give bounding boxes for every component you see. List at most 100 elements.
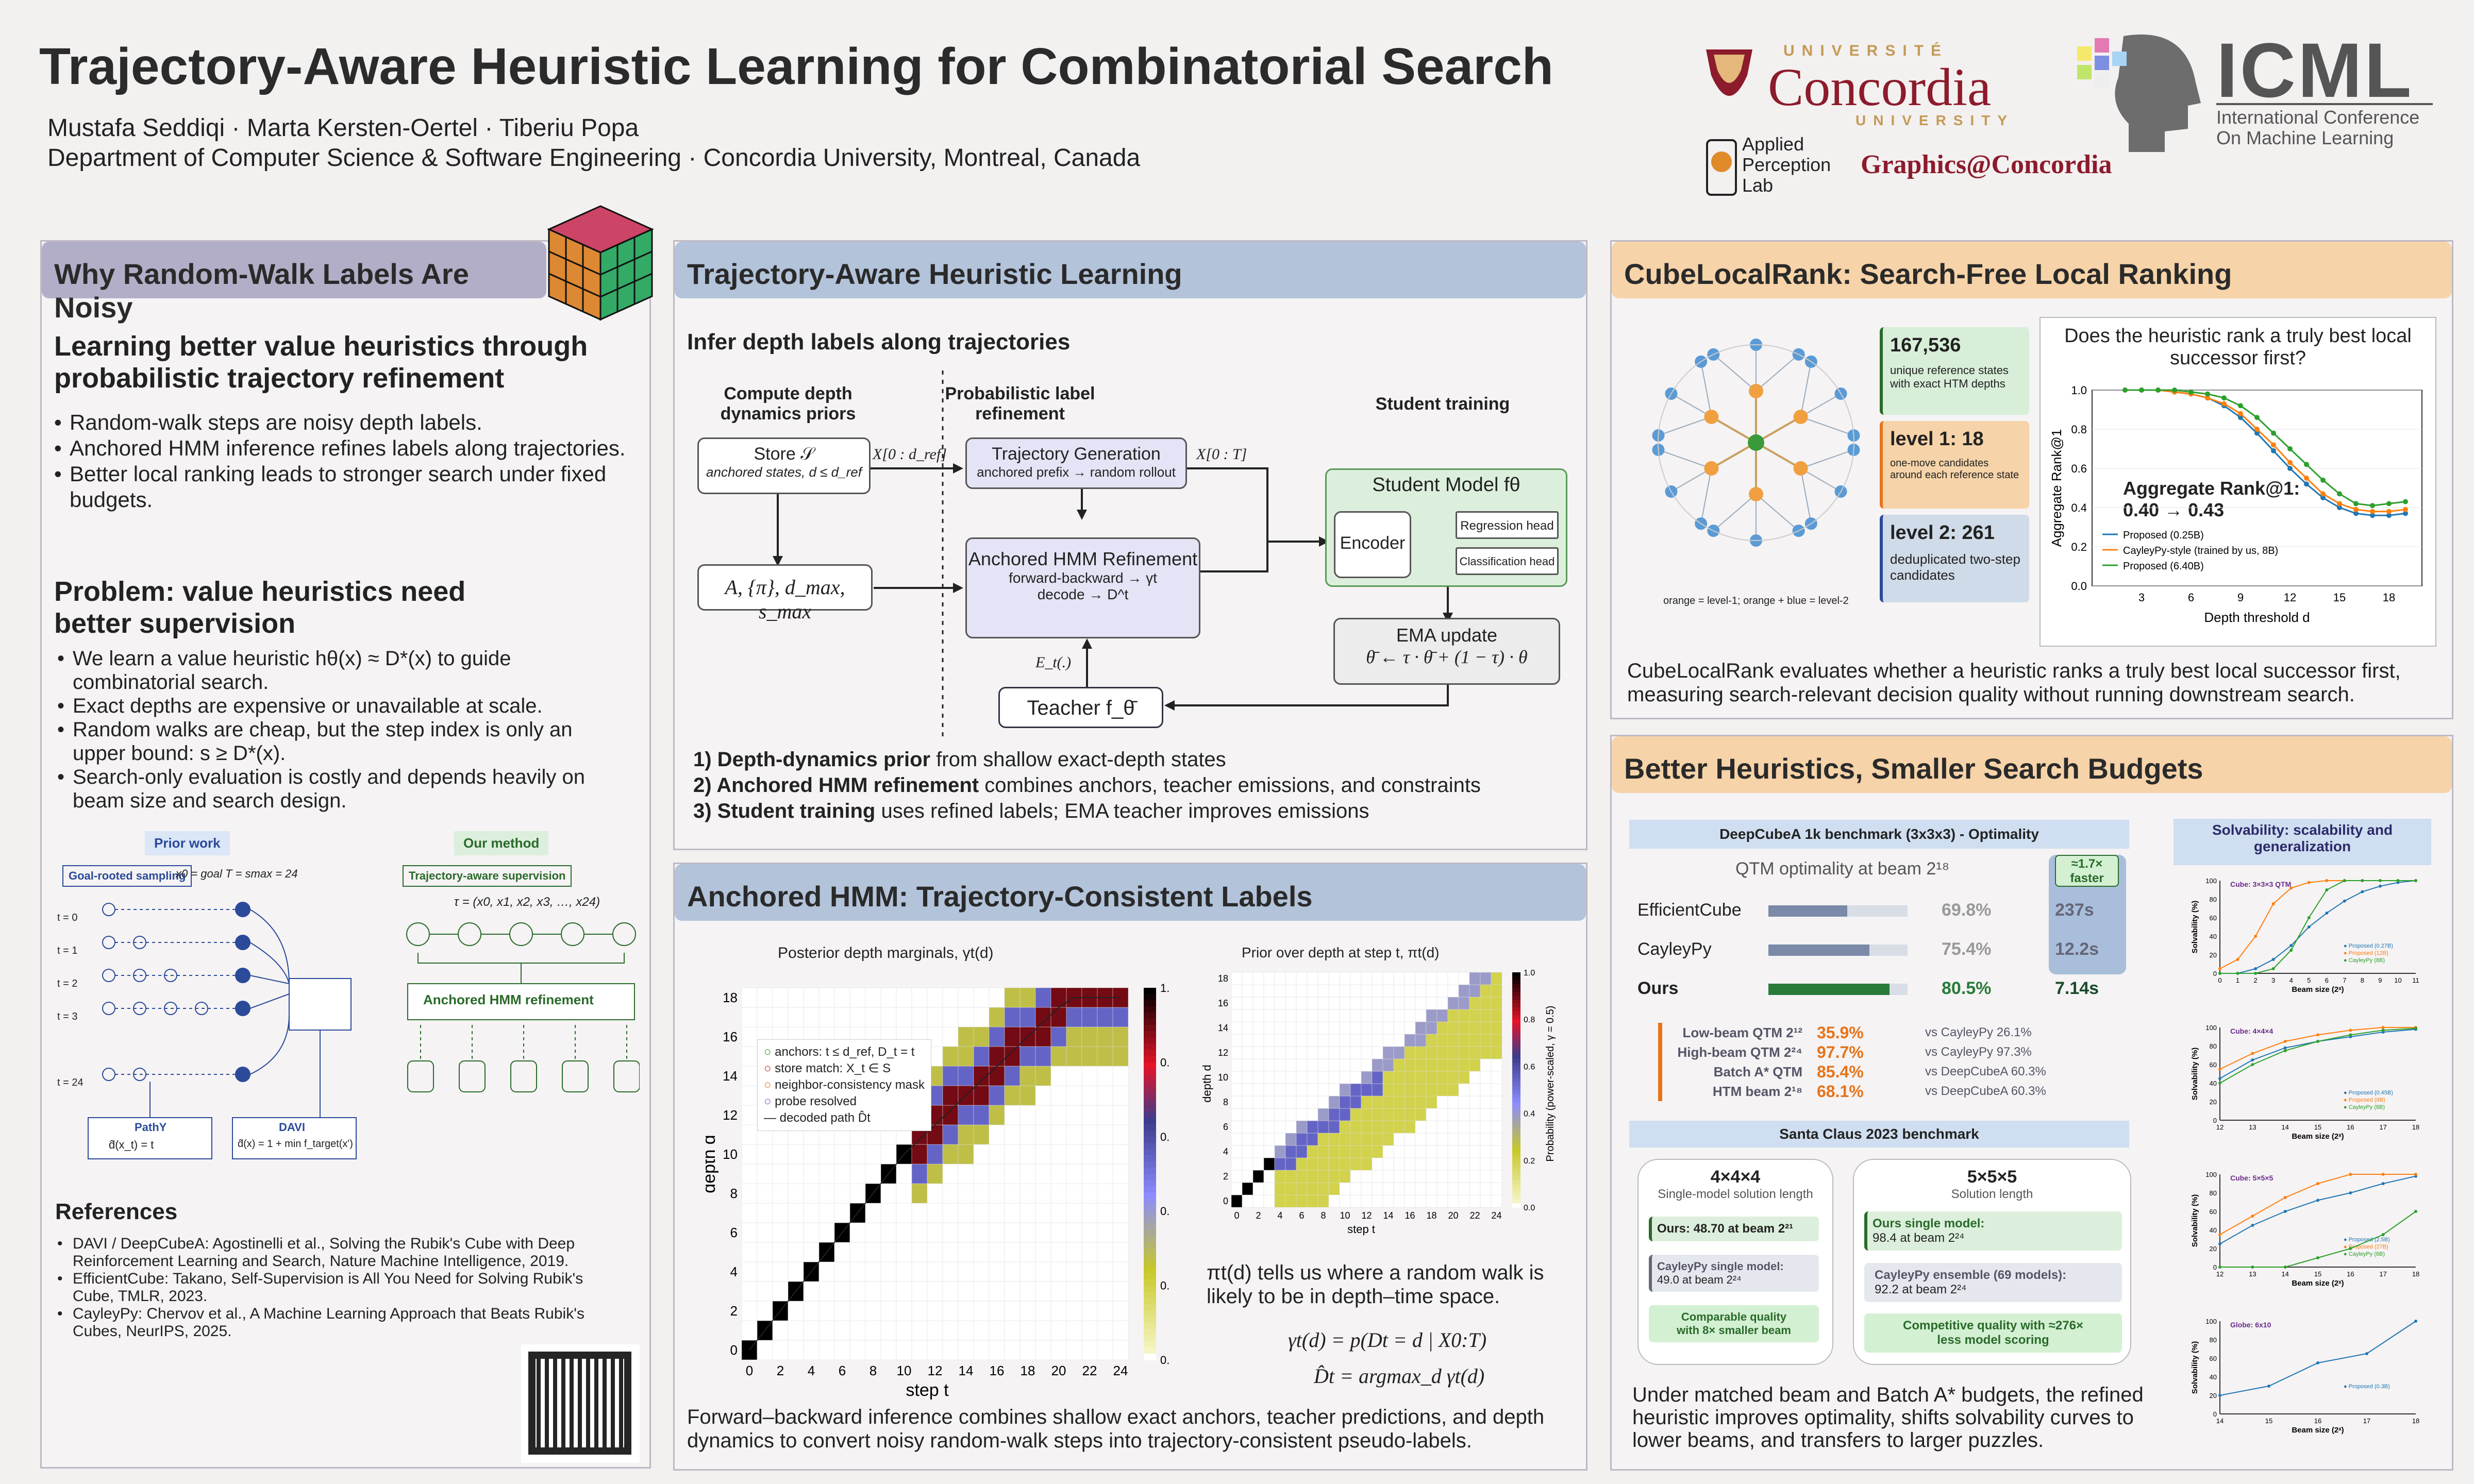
heatmap-cell bbox=[989, 1163, 1005, 1184]
heatmap-cell bbox=[880, 1320, 897, 1341]
heatmap-cell bbox=[865, 1222, 881, 1243]
heatmap-cell bbox=[1285, 1083, 1297, 1097]
heatmap-cell bbox=[1035, 1183, 1051, 1204]
icml-head-icon bbox=[2077, 34, 2201, 152]
heatmap-cell bbox=[1004, 1183, 1021, 1204]
heatmap-cell bbox=[1307, 1058, 1318, 1072]
heatmap-cell bbox=[1317, 1170, 1329, 1183]
series-line bbox=[2219, 1175, 2416, 1244]
heatmap-cell bbox=[1480, 1108, 1492, 1121]
y-tick-label: 0 bbox=[730, 1342, 738, 1358]
bullet: Anchored HMM inference refines labels al… bbox=[54, 435, 637, 461]
heatmap-cell bbox=[973, 1007, 990, 1027]
heatmap-cell bbox=[772, 1163, 789, 1184]
heatmap-cell bbox=[1372, 1108, 1383, 1121]
left-heading-2: Problem: value heuristics need better su… bbox=[54, 576, 466, 639]
heatmap-cell bbox=[1050, 1105, 1067, 1125]
colorbar-segment bbox=[1512, 1027, 1520, 1032]
hmm-label: Anchored HMM Refinement bbox=[968, 548, 1198, 569]
y-tick-label: 16 bbox=[723, 1029, 738, 1044]
y-tick-label: 80 bbox=[2210, 896, 2217, 903]
colorbar-segment bbox=[1512, 1078, 1520, 1083]
heatmap-cell bbox=[1480, 1157, 1492, 1171]
heatmap-cell bbox=[1328, 1194, 1340, 1208]
heatmap-cell bbox=[1426, 1133, 1437, 1146]
heatmap-cell bbox=[1317, 1194, 1329, 1208]
y-tick-label: 20 bbox=[2210, 1245, 2217, 1253]
heatmap-cell bbox=[989, 1007, 1005, 1027]
heatmap-cell bbox=[989, 1144, 1005, 1165]
y-tick-label: 8 bbox=[1223, 1097, 1228, 1107]
heatmap-cell bbox=[1382, 1170, 1394, 1183]
heatmap-cell bbox=[1382, 1133, 1394, 1146]
x-tick-label: 15 bbox=[2333, 591, 2346, 604]
heatmap-cell bbox=[1231, 997, 1243, 1010]
colorbar-segment bbox=[1512, 1047, 1520, 1051]
heatmap-cell bbox=[803, 1340, 820, 1360]
heatmap-cell bbox=[896, 1242, 912, 1262]
heatmap-cell bbox=[1393, 984, 1405, 998]
colorbar-segment bbox=[1144, 1186, 1156, 1193]
legend-label: probe resolved bbox=[775, 1094, 857, 1108]
qr-code[interactable] bbox=[521, 1344, 640, 1463]
extra-label: HTM beam 2¹⁸ bbox=[1712, 1084, 1802, 1099]
data-point bbox=[2304, 476, 2309, 481]
heatmap-cell bbox=[1066, 1007, 1082, 1027]
heatmap-cell bbox=[1097, 1261, 1113, 1282]
data-point bbox=[2343, 899, 2346, 903]
colorbar-tick: 0.6 bbox=[1160, 1131, 1169, 1143]
x-tick-label: 18 bbox=[2412, 1417, 2419, 1425]
colorbar-segment bbox=[1144, 1155, 1156, 1162]
heatmap-cell bbox=[834, 1242, 850, 1262]
heatmap-cell bbox=[1252, 1194, 1264, 1208]
extra-compare: vs DeepCubeA 60.3% bbox=[1925, 1084, 2046, 1098]
heatmap-cell bbox=[1296, 1170, 1308, 1183]
heatmap-cell bbox=[1447, 1083, 1459, 1097]
colorbar-segment bbox=[1144, 1291, 1156, 1298]
graph-edge bbox=[1658, 449, 1712, 469]
heatmap-cell bbox=[989, 1105, 1005, 1125]
heatmap-cell bbox=[1328, 1046, 1340, 1059]
heatmap-cell bbox=[942, 1340, 959, 1360]
heatmap-cell bbox=[1081, 1320, 1098, 1341]
x-tick-label: 17 bbox=[2379, 1270, 2386, 1278]
heatmap-cell bbox=[1426, 1157, 1437, 1171]
graph-edge bbox=[1700, 361, 1712, 417]
heatmap-cell bbox=[1458, 1095, 1470, 1109]
heatmap-cell bbox=[1350, 997, 1362, 1010]
heatmap-cell bbox=[1263, 1071, 1275, 1084]
data-point bbox=[2361, 890, 2364, 893]
data-point bbox=[2218, 967, 2221, 970]
card-5x5x5-title: 5×5×5 bbox=[1967, 1167, 2017, 1187]
x-tick-label: 5 bbox=[2307, 976, 2311, 984]
heatmap-cell bbox=[989, 987, 1005, 1008]
heatmap-cell bbox=[1285, 1157, 1297, 1171]
colorbar-segment bbox=[1144, 1236, 1156, 1243]
heatmap-cell bbox=[818, 1203, 835, 1223]
colorbar-segment bbox=[1512, 1121, 1520, 1126]
heatmap-cell bbox=[1097, 1242, 1113, 1262]
step-2-title: 2) Anchored HMM refinement bbox=[693, 774, 979, 797]
x-tick-label: 17 bbox=[2379, 1123, 2386, 1131]
heatmap-cell bbox=[1361, 1145, 1373, 1158]
heatmap-cell bbox=[741, 1007, 758, 1027]
heatmap-cell bbox=[911, 1281, 928, 1302]
params-box: A, {π}, d_max, s_max bbox=[697, 564, 873, 623]
heatmap-cell bbox=[1242, 1157, 1253, 1171]
stat-value: level 2: 261 bbox=[1890, 522, 1995, 544]
x0-goal-label: x0 = goal T = smax = 24 bbox=[176, 867, 298, 880]
heatmap-cell bbox=[818, 1007, 835, 1027]
heatmap-cell bbox=[1361, 1009, 1373, 1022]
heatmap-cell bbox=[1491, 1083, 1502, 1097]
heatmap-cell bbox=[1263, 1058, 1275, 1072]
x-tick-label: 12 bbox=[2284, 591, 2296, 604]
qtm-subtitle: QTM optimality at beam 2¹⁸ bbox=[1735, 859, 1949, 879]
heatmap-cell bbox=[1339, 1046, 1351, 1059]
x-tick-label: 6 bbox=[2325, 976, 2329, 984]
cayley-value: 92.2 at beam 2²⁴ bbox=[1875, 1283, 1967, 1296]
y-tick-label: 2 bbox=[730, 1303, 738, 1319]
heatmap-cell bbox=[1263, 1021, 1275, 1035]
heatmap-cell bbox=[741, 1124, 758, 1145]
x-tick-label: 20 bbox=[1448, 1210, 1458, 1221]
heatmap-cell bbox=[741, 1301, 758, 1321]
